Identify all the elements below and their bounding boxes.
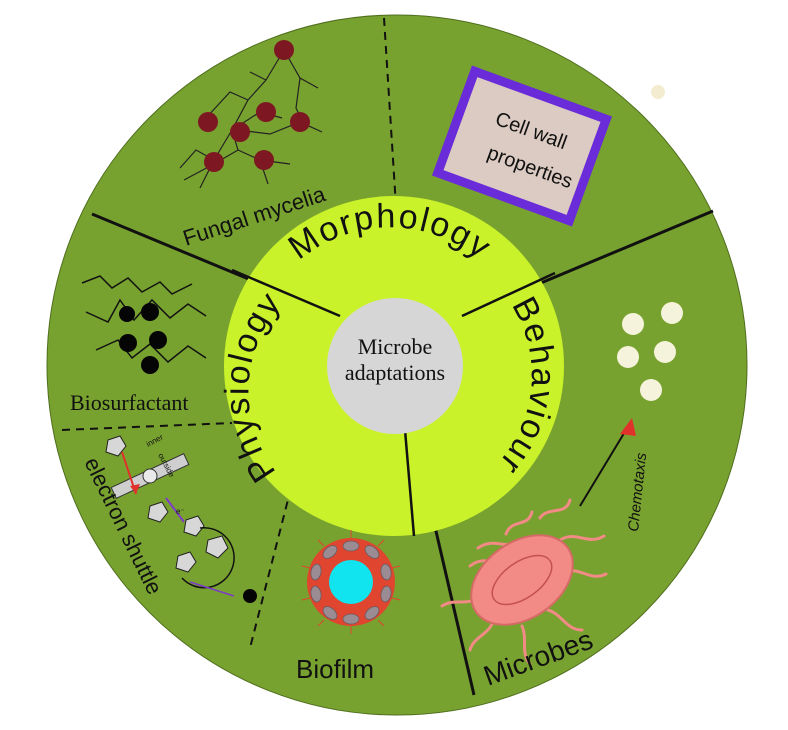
cell-wall-icon: [431, 65, 613, 227]
fungal-spores: [198, 40, 310, 172]
shuttle-electron-label: e⁻: [176, 507, 185, 516]
attractant-dots: [617, 302, 683, 401]
background-dot: [651, 85, 665, 99]
electron-shuttle-icon: inner outside e⁻: [105, 432, 257, 603]
center-label-line1: Microbe: [358, 334, 433, 359]
biofilm-icon: [301, 530, 401, 634]
center-circle: [327, 298, 463, 434]
biofilm-label: Biofilm: [296, 654, 374, 684]
biosurfactant-icon: [81, 275, 207, 374]
chemotaxis-arrow: [579, 418, 636, 507]
biosurfactant-label: Biosurfactant: [70, 390, 189, 415]
center-label-line2: adaptations: [345, 360, 445, 385]
dashed-dividers: [61, 17, 398, 649]
microbe-icon: [440, 498, 608, 666]
inner-dividers: [231, 268, 556, 537]
